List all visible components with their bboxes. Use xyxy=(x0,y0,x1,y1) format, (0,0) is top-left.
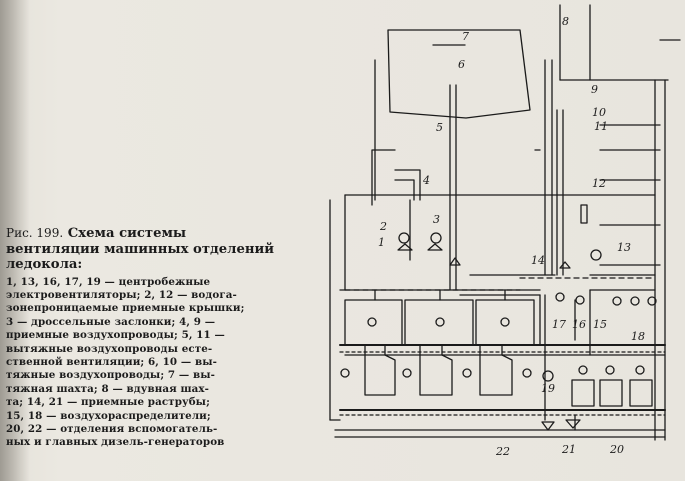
legend-line: ственной вентиляции; 6, 10 — вы- xyxy=(6,355,217,368)
callout-18: 18 xyxy=(631,330,645,343)
callout-15: 15 xyxy=(593,318,607,331)
ventilation-diagram: 1 2 3 4 5 6 7 8 9 10 11 12 13 14 15 16 1… xyxy=(300,0,685,481)
legend-line: зонепроницаемые приемные крышки; xyxy=(6,302,245,315)
page-gutter-shadow xyxy=(0,0,30,481)
callout-3: 3 xyxy=(433,213,440,226)
hull-outline xyxy=(329,4,681,441)
figure-label: Рис. 199. xyxy=(6,226,64,240)
callout-13: 13 xyxy=(617,241,631,254)
callout-10: 10 xyxy=(592,106,606,119)
callout-7: 7 xyxy=(462,30,469,43)
legend-line: приемные воздухопроводы; 5, 11 — xyxy=(6,329,225,342)
legend-line: ных и главных дизель-генераторов xyxy=(6,436,225,449)
callout-21: 21 xyxy=(561,443,576,456)
callout-labels: 1 2 3 4 5 6 7 8 9 10 11 12 13 14 15 16 1… xyxy=(378,15,645,458)
callout-19: 19 xyxy=(541,382,555,395)
ventilation-schematic: 1 2 3 4 5 6 7 8 9 10 11 12 13 14 15 16 1… xyxy=(329,4,681,458)
callout-16: 16 xyxy=(572,318,586,331)
callout-20: 20 xyxy=(609,443,624,456)
callout-5: 5 xyxy=(436,121,443,134)
legend-line: 1, 13, 16, 17, 19 — центробежные электро… xyxy=(6,275,237,301)
callout-17: 17 xyxy=(552,318,566,331)
legend-line: тяжная шахта; 8 — вдувная шах- xyxy=(6,382,210,395)
callout-12: 12 xyxy=(592,177,606,190)
compartment-group xyxy=(344,299,653,407)
callout-14: 14 xyxy=(531,254,545,267)
callout-22: 22 xyxy=(495,445,510,458)
caption-legend: 1, 13, 16, 17, 19 — центробежные электро… xyxy=(6,276,278,450)
callout-9: 9 xyxy=(591,83,598,96)
callout-2: 2 xyxy=(379,220,387,233)
legend-line: вытяжные воздухопроводы есте- xyxy=(6,342,213,355)
legend-line: 3 — дроссельные заслонки; 4, 9 — xyxy=(6,315,216,328)
caption-title-text: Схема системы вентиляции машинных отделе… xyxy=(6,226,275,272)
legend-line: 20, 22 — отделения вспомогатель- xyxy=(6,422,218,435)
callout-1: 1 xyxy=(378,236,385,249)
legend-line: 15, 18 — воздухораспределители; xyxy=(6,409,211,422)
callout-6: 6 xyxy=(458,58,465,71)
figure-caption: Рис. 199. Схема системы вентиляции машин… xyxy=(6,226,278,450)
callout-11: 11 xyxy=(594,120,608,133)
legend-line: тяжные воздухопроводы; 7 — вы- xyxy=(6,369,216,382)
callout-4: 4 xyxy=(422,174,430,187)
duct-network xyxy=(339,44,666,431)
caption-title: Рис. 199. Схема системы вентиляции машин… xyxy=(6,226,278,273)
fan-units xyxy=(340,204,657,431)
legend-line: та; 14, 21 — приемные раструбы; xyxy=(6,396,210,409)
callout-8: 8 xyxy=(562,15,569,28)
